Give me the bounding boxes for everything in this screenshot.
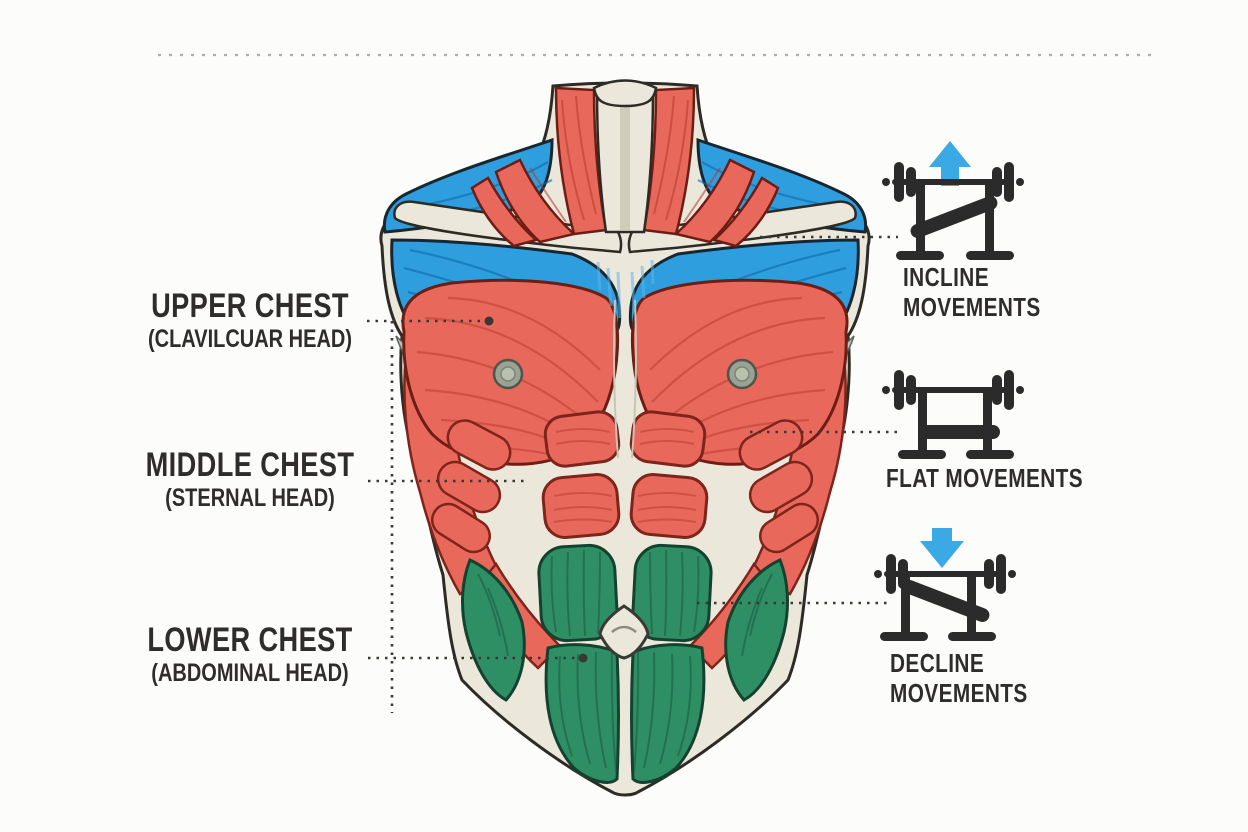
ab-block-red xyxy=(543,410,621,468)
barbell-plate xyxy=(1004,162,1014,202)
bench-post xyxy=(901,575,910,637)
barbell-end-nub xyxy=(1016,386,1024,394)
center-blue-fringe xyxy=(596,259,655,319)
label-flat-line1: FLAT MOVEMENTS xyxy=(886,463,1084,493)
label-middle-chest: MIDDLE CHEST (STERNAL HEAD) xyxy=(122,446,378,513)
bench-post xyxy=(916,183,925,257)
up-arrow-icon xyxy=(929,141,971,186)
torso-illustration xyxy=(379,79,871,797)
barbell-plate xyxy=(886,554,896,594)
label-upper-chest-title: UPPER CHEST xyxy=(151,287,349,325)
barbell-plate xyxy=(894,370,904,410)
navel xyxy=(598,604,650,660)
bench-post xyxy=(983,391,992,457)
label-upper-chest-subtitle: (CLAVILCUAR HEAD) xyxy=(147,325,353,353)
trachea-line xyxy=(620,98,630,230)
label-flat-movements: FLAT MOVEMENTS xyxy=(886,463,1083,493)
decline-bench-pad xyxy=(902,580,990,622)
leader-dot-lower xyxy=(578,653,588,663)
lower-chest-abdominal-oblique xyxy=(461,557,526,702)
incline-bench-pad xyxy=(910,196,998,238)
label-lower-chest-title: LOWER CHEST xyxy=(147,621,353,659)
lower-chest-abdominal-upper xyxy=(537,543,619,643)
neck-fiber-lines xyxy=(529,95,597,223)
label-lower-chest-subtitle: (ABDOMINAL HEAD) xyxy=(151,659,349,687)
bench-foot xyxy=(966,450,1014,459)
decline-bench-barbell-icon xyxy=(874,528,1016,641)
flat-bench-barbell-icon xyxy=(882,370,1024,459)
label-middle-chest-title: MIDDLE CHEST xyxy=(145,446,355,484)
nipple-inner xyxy=(500,366,516,382)
flat-bench-pad xyxy=(920,425,1000,439)
bench-foot xyxy=(948,632,996,641)
label-decline-movements: DECLINE MOVEMENTS xyxy=(890,648,1028,708)
label-incline-line1: INCLINE xyxy=(903,262,989,292)
incline-bench-barbell-icon xyxy=(882,141,1024,260)
neck-muscle-strand xyxy=(554,86,608,236)
barbell-end-nub xyxy=(882,386,890,394)
sternum-shading xyxy=(613,299,637,459)
serratus-bump xyxy=(431,502,491,554)
neck-muscle-strand xyxy=(470,176,539,248)
ab-fiber-lines xyxy=(553,428,613,523)
barbell-end-nub xyxy=(1008,570,1016,578)
bench-foot xyxy=(880,632,928,641)
label-decline-line1: DECLINE xyxy=(890,648,985,678)
muscle-half xyxy=(382,86,623,784)
barbell-end-nub xyxy=(1016,178,1024,186)
label-upper-chest: UPPER CHEST (CLAVILCUAR HEAD) xyxy=(122,287,378,354)
barbell-plate xyxy=(894,162,904,202)
green-fiber-lines xyxy=(477,549,617,773)
bench-foot xyxy=(898,450,946,459)
bench-foot xyxy=(896,251,944,260)
barbell-end-nub xyxy=(874,570,882,578)
down-arrow-icon xyxy=(920,528,964,568)
ab-block-red xyxy=(541,473,621,539)
serratus-bump xyxy=(446,419,512,471)
barbell-plate xyxy=(984,559,994,589)
neck-muscle-strand xyxy=(494,158,577,244)
barbell-plate xyxy=(906,167,916,197)
leader-lines xyxy=(367,235,898,713)
hyoid-arc xyxy=(592,79,658,108)
bench-post xyxy=(918,391,927,457)
barbell-plate xyxy=(992,375,1002,405)
label-incline-movements: INCLINE MOVEMENTS xyxy=(903,262,1041,322)
barbell-end-nub xyxy=(882,178,890,186)
leader-dot-upper xyxy=(484,316,494,326)
label-incline-line2: MOVEMENTS xyxy=(903,292,1041,322)
lower-chest-abdominal-lower xyxy=(544,643,620,784)
navel-detail xyxy=(611,625,637,633)
label-middle-chest-subtitle: (STERNAL HEAD) xyxy=(165,484,335,512)
barbell-plate xyxy=(1004,370,1014,410)
serratus-bump xyxy=(436,460,502,514)
barbell-plate xyxy=(992,167,1002,197)
bench-foot xyxy=(966,251,1014,260)
label-lower-chest: LOWER CHEST (ABDOMINAL HEAD) xyxy=(122,621,378,688)
barbell-plate xyxy=(906,375,916,405)
barbell-plate xyxy=(996,554,1006,594)
bench-post xyxy=(985,183,994,257)
label-decline-line2: MOVEMENTS xyxy=(890,678,1028,708)
